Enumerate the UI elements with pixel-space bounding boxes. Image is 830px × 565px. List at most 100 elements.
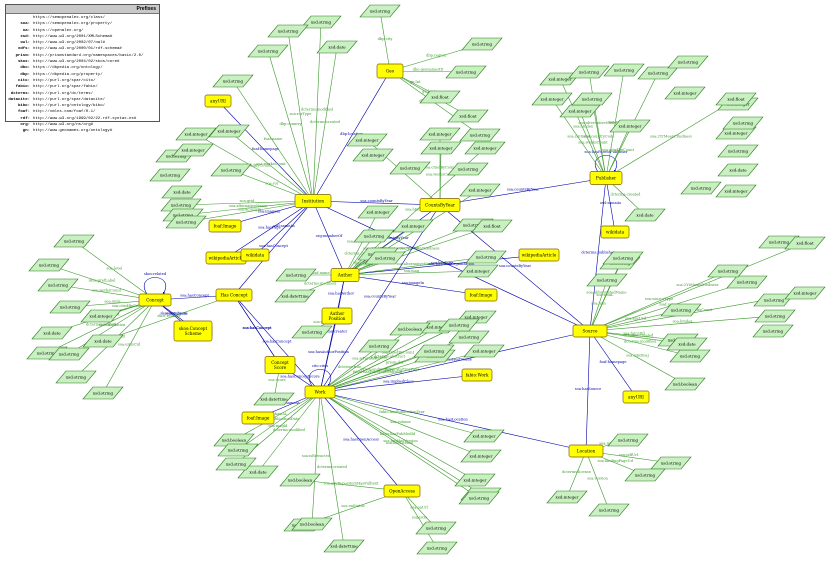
literal-label: xsd:string	[579, 69, 600, 74]
literal-node: xsd:string	[215, 457, 257, 471]
edge-label: dbp:location	[340, 132, 363, 136]
literal-label: xsd:integer	[541, 96, 564, 101]
edge-label: dbp:region	[426, 54, 447, 58]
literal-label: xsd:date	[249, 469, 267, 474]
literal-node: xsd:string	[53, 234, 95, 248]
literal-node: xsd:integer	[172, 143, 214, 157]
class-node-wikipedia-author[interactable]: wikipediaArticle	[518, 248, 560, 262]
prefix-uri: http://prismstandard.org/namespaces/basi…	[33, 53, 144, 58]
literal-label: xsd:integer	[619, 123, 642, 128]
class-node-concept[interactable]: Concept	[138, 293, 172, 307]
literal-label: xsd:date	[173, 189, 191, 194]
edge-label: soa:citedByCount	[112, 304, 145, 308]
literal-node: xsd:integer	[208, 124, 250, 138]
literal-label: xsd:string	[66, 374, 87, 379]
literal-label: xsd:string	[456, 69, 477, 74]
literal-node: xsd:boolean	[664, 377, 706, 391]
class-label: Location	[577, 449, 596, 454]
class-node-foaf-image-author[interactable]: foaf:Image	[464, 288, 498, 302]
literal-shape	[471, 219, 513, 233]
literal-label: xsd:string	[369, 343, 390, 348]
literal-node: xsd:string	[603, 63, 645, 77]
prefix-row: https://semopenalex.org/class/	[8, 15, 157, 21]
literal-node: xsd:integer	[664, 86, 706, 100]
literal-node: xsd:string	[415, 521, 457, 535]
edge-label: soa:issue	[371, 356, 388, 360]
edge-datatype-property	[102, 294, 235, 342]
literal-shape	[389, 322, 431, 336]
literal-label: xsd:string	[678, 59, 699, 64]
edge-label: foaf:name	[264, 137, 282, 141]
literal-node: xsd:string	[726, 275, 768, 289]
literal-node: xsd:string	[465, 250, 507, 264]
literal-node: xsd:string	[568, 65, 610, 79]
literal-node: xsd:integer	[463, 429, 505, 443]
literal-shape	[316, 40, 358, 54]
prefix-uri: http://www.w3.org/1999/02/22-rdf-syntax-…	[33, 116, 137, 121]
edge-label: soa:worksCount	[256, 162, 286, 166]
class-shape	[208, 219, 242, 233]
edge-datatype-property	[319, 391, 482, 495]
edge-datatype-property	[319, 350, 435, 393]
class-node-geo[interactable]: Geo	[376, 63, 404, 79]
edge-datatype-property	[319, 391, 345, 547]
literal-shape	[357, 205, 399, 219]
class-node-author[interactable]: Author	[330, 268, 360, 282]
class-node-publisher[interactable]: Publisher	[589, 171, 623, 185]
class-node-fabio-work[interactable]: fabio:Work	[461, 368, 493, 382]
edge-label: soa:fatcatId	[623, 332, 645, 336]
class-node-wikidata-inst[interactable]: wikidata	[240, 248, 270, 262]
class-node-open-access[interactable]: OpenAccess	[383, 484, 421, 498]
class-node-foaf-image-work[interactable]: foaf:Image	[241, 411, 275, 425]
literal-label: xsd:string	[37, 350, 58, 355]
literal-node: xsd:integer	[464, 141, 506, 155]
edge-label: dbp:country	[279, 122, 302, 126]
literal-label: xsd:float	[796, 240, 814, 245]
edge-object-property	[233, 294, 321, 393]
class-node-any-uri2[interactable]: anyURI	[622, 390, 650, 404]
edge-label: soa:hasAuthorPosition	[308, 350, 349, 354]
prefix-row: skos:http://www.w3.org/2004/02/skos/core…	[8, 59, 157, 65]
class-node-source[interactable]: Source	[572, 324, 608, 338]
class-node-counts-by-year[interactable]: CountsByYear	[419, 198, 461, 212]
literal-node: xsd:string	[660, 303, 702, 317]
literal-label: xsd:string	[449, 322, 470, 327]
literal-label: xsd:float	[459, 113, 477, 118]
literal-label: xsd:integer	[725, 188, 748, 193]
edge-object-property	[319, 315, 338, 393]
literal-node: xsd:string	[752, 324, 794, 338]
edge-object-property	[344, 254, 540, 276]
literal-shape	[465, 250, 507, 264]
literal-label: xsd:string	[400, 165, 421, 170]
literal-label: xsd:string	[286, 272, 307, 277]
edge-datatype-property	[180, 200, 314, 207]
class-node-wikidata-pub[interactable]: wikidata	[600, 225, 630, 239]
class-node-any-uri1[interactable]: anyURI	[204, 94, 232, 108]
prefix-uri: http://www.geonames.org/ontology#	[33, 129, 113, 134]
literal-shape	[175, 127, 217, 141]
class-label: foaf:Image	[214, 224, 237, 229]
prefix-key: gn:	[22, 129, 30, 134]
literal-node: xsd:string	[445, 65, 487, 79]
class-shape	[622, 390, 650, 404]
edge-label: soa:hasParentPublisher	[584, 150, 627, 154]
class-node-location[interactable]: Location	[568, 444, 604, 458]
edge-label: soa:scopus	[355, 263, 375, 267]
edge-label: dcterms:created	[317, 465, 348, 469]
edge-label: soa:countsByYear	[376, 236, 408, 240]
edge-label: soa:imageIn	[165, 312, 188, 316]
class-node-wikipedia-inst[interactable]: wikipediaArticle	[205, 251, 247, 265]
literal-label: xsd:string	[459, 334, 480, 339]
class-node-has-concept[interactable]: Has Concept	[215, 288, 253, 302]
literal-label: xsd:string	[618, 437, 639, 442]
class-node-work[interactable]: Work	[304, 385, 336, 399]
class-node-foaf-image-inst[interactable]: foaf:Image	[208, 219, 242, 233]
class-node-institution[interactable]: Institution	[294, 194, 332, 208]
edge-label: owl:sameAs	[273, 224, 295, 228]
literal-label: xsd:integer	[356, 137, 379, 142]
